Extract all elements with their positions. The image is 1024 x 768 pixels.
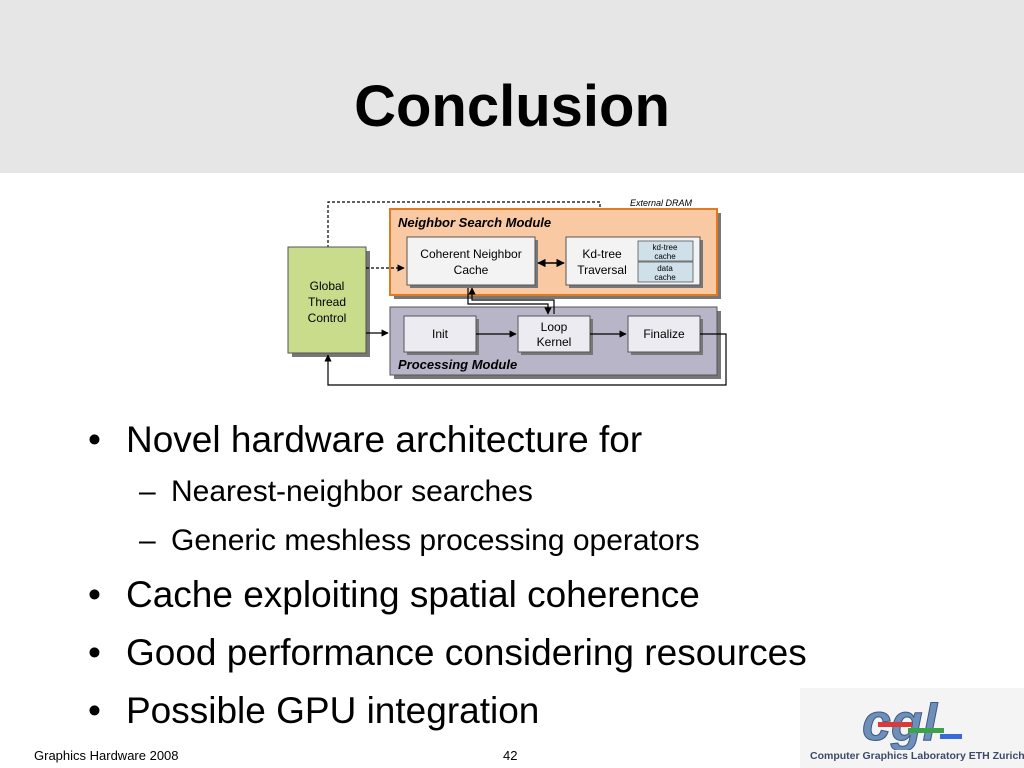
bullet-text: Cache exploiting spatial coherence [126, 574, 700, 615]
kdtree-cache-label-2: cache [654, 252, 676, 261]
global-thread-control [287, 246, 367, 354]
data-cache-label-2: cache [654, 273, 676, 282]
coherent-cache-label-1: Coherent Neighbor [420, 247, 521, 261]
bullet-marker: • [88, 632, 101, 673]
sub-bullet-item: – Generic meshless processing operators [139, 523, 700, 559]
kdtree-label-2: Traversal [577, 263, 627, 277]
bullet-item: • Novel hardware architecture for [88, 418, 643, 462]
cgl-logo-letters: cgl [862, 694, 939, 750]
kdtree-cache [637, 240, 694, 262]
dash-marker: – [139, 524, 156, 557]
cache-to-loop-path [467, 288, 552, 315]
logo-caption: Computer Graphics Laboratory ETH Zurich [810, 750, 1024, 762]
init-label: Init [432, 327, 449, 341]
loop-kernel-box [517, 315, 591, 353]
logo-blue-stripe [940, 734, 962, 739]
coherent-cache-label-2: Cache [454, 263, 489, 277]
external-dram-label: External DRAM [630, 198, 693, 208]
data-cache-label-1: data [657, 264, 673, 273]
logo-red-stripe [878, 722, 912, 727]
data-cache [637, 261, 694, 283]
bullet-item: • Cache exploiting spatial coherence [88, 573, 700, 617]
bullet-text: Novel hardware architecture for [126, 419, 643, 460]
finalize-label: Finalize [643, 327, 685, 341]
finalize-return-path [324, 333, 727, 386]
sub-bullet-text: Generic meshless processing operators [171, 524, 700, 557]
loop-to-cache-path [468, 287, 555, 314]
loop-kernel-label-2: Kernel [537, 335, 572, 349]
bullet-text: Good performance considering resources [126, 632, 807, 673]
coherent-neighbor-cache [406, 236, 536, 286]
loop-kernel-label-1: Loop [541, 320, 568, 334]
page-number: 42 [503, 748, 518, 763]
bullet-item: • Possible GPU integration [88, 689, 540, 733]
neighbor-module-label: Neighbor Search Module [398, 215, 551, 230]
init-box [403, 315, 477, 353]
bullet-marker: • [88, 574, 101, 615]
sub-bullet-item: – Nearest-neighbor searches [139, 474, 533, 510]
global-control-label-2: Thread [308, 295, 346, 309]
global-control-label-1: Global [310, 279, 345, 293]
cgl-logo: cgl Computer Graphics Laboratory ETH Zur… [800, 688, 1024, 768]
bullet-marker: • [88, 419, 101, 460]
bullet-marker: • [88, 690, 101, 731]
architecture-diagram: External DRAM Neighbor Search Module Coh… [287, 198, 727, 386]
kdtree-cache-label-1: kd-tree [653, 243, 678, 252]
cgl-logo-mark: cgl [862, 694, 962, 753]
finalize-box [627, 315, 701, 353]
footer-conference: Graphics Hardware 2008 [34, 748, 179, 763]
bullet-item: • Good performance considering resources [88, 631, 807, 675]
bullet-text: Possible GPU integration [126, 690, 540, 731]
logo-green-stripe [908, 728, 944, 733]
sub-bullet-text: Nearest-neighbor searches [171, 475, 533, 508]
kdtree-label-1: Kd-tree [582, 247, 622, 261]
global-control-label-3: Control [308, 311, 347, 325]
dash-marker: – [139, 475, 156, 508]
slide-title: Conclusion [354, 74, 670, 139]
title-bar [0, 0, 1024, 173]
processing-module-label: Processing Module [398, 357, 517, 372]
